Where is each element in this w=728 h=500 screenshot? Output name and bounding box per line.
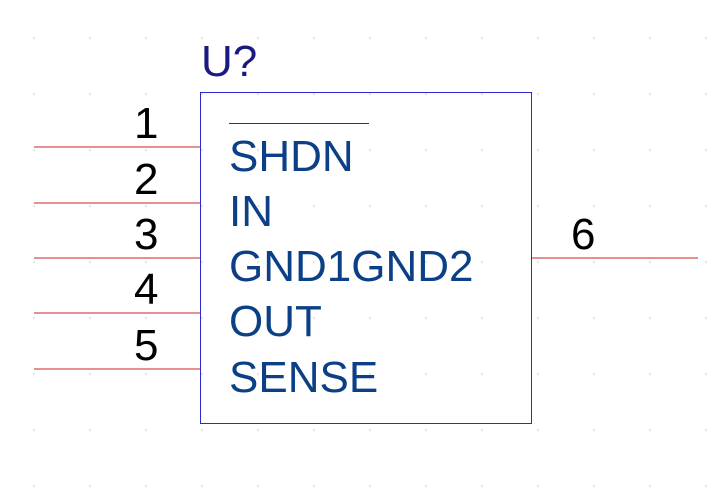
pin-2-number: 2 [134, 155, 159, 204]
pin-1-name: SHDN [229, 132, 354, 181]
pin-5-number: 5 [134, 321, 159, 370]
pin-5-name: SENSE [229, 353, 379, 402]
component-reference-designator[interactable]: U? [201, 37, 258, 86]
pin-3-name: GND1GND2 [229, 242, 474, 291]
pin-4-number: 4 [134, 265, 159, 314]
pin-2-name: IN [229, 187, 273, 236]
pin-1-number: 1 [134, 99, 159, 148]
component-body[interactable] [200, 92, 532, 424]
shdn-inversion-overbar [229, 123, 369, 124]
pin-3-number: 3 [134, 210, 159, 259]
pin-4-name: OUT [229, 297, 322, 346]
pin-6-number: 6 [571, 210, 596, 259]
